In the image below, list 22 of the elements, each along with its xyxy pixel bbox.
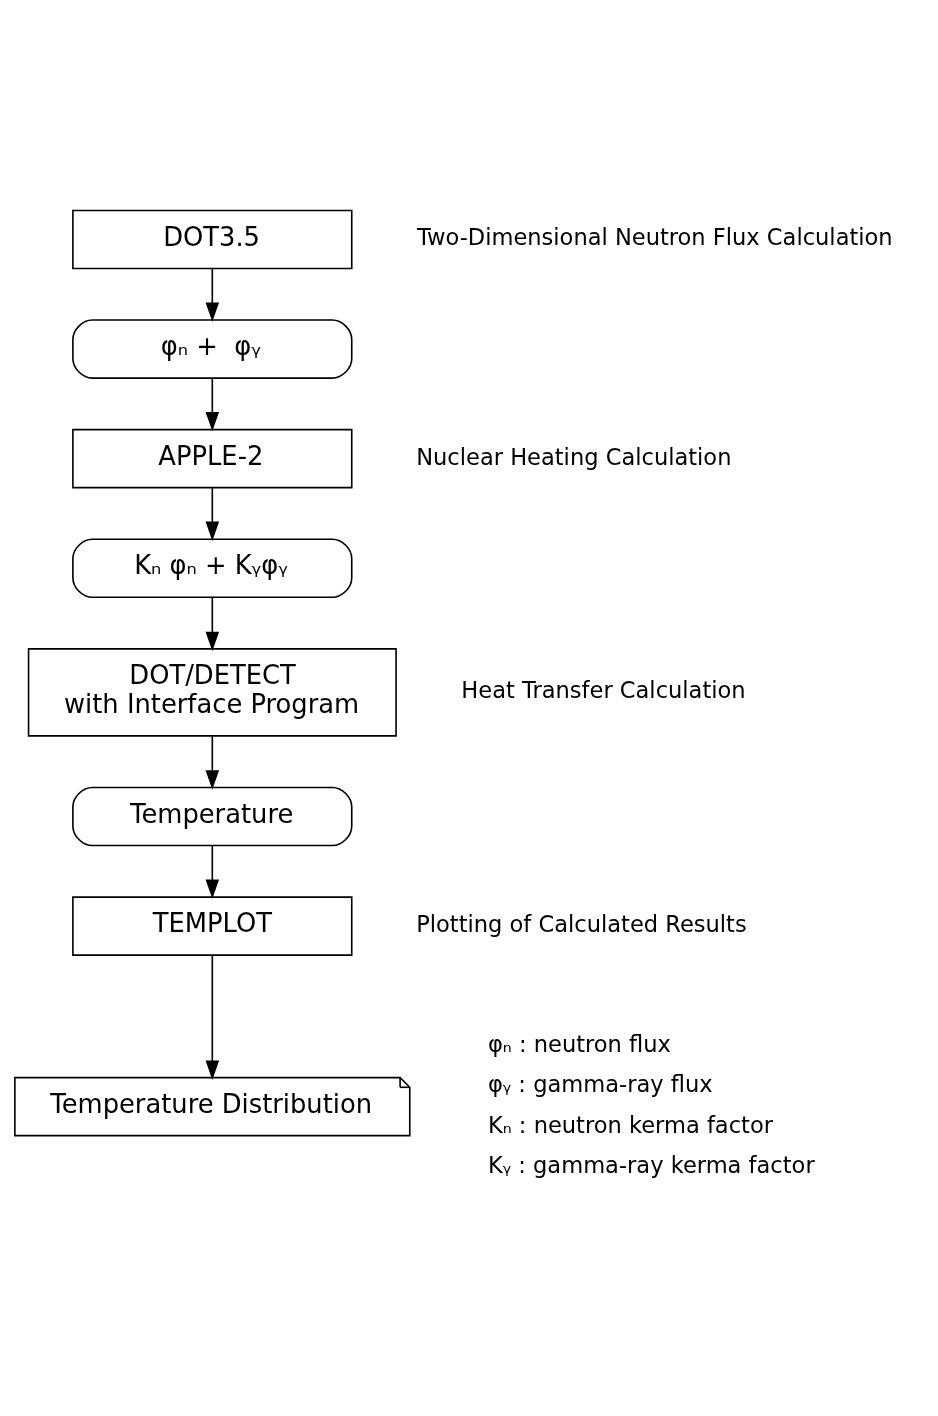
arrow — [205, 954, 220, 1080]
node-box: DOT3.5 — [72, 209, 353, 269]
label: φₙ : neutron flux — [487, 1030, 671, 1057]
node-box: Temperature — [72, 786, 353, 846]
node-box: APPLE-2 — [72, 428, 353, 488]
node-label: Nuclear Heating Calculation — [416, 443, 732, 470]
arrow — [205, 267, 220, 322]
node-label: Heat Transfer Calculation — [461, 676, 746, 703]
arrow — [205, 596, 220, 651]
label: φᵧ : gamma-ray flux — [487, 1070, 713, 1097]
node-label: Plotting of Calculated Results — [416, 910, 747, 937]
node-label: Two-Dimensional Neutron Flux Calculation — [417, 223, 893, 250]
label: Kᵧ : gamma-ray kerma factor — [487, 1151, 815, 1178]
node-box: TEMPLOT — [72, 895, 353, 956]
arrow — [205, 734, 220, 790]
arrow — [205, 844, 220, 899]
node-box: Kₙ φₙ + Kᵧφᵧ — [72, 537, 353, 598]
label: Kₙ : neutron kerma factor — [487, 1111, 773, 1138]
arrow — [205, 377, 220, 431]
node-box: DOT/DETECT with Interface Program — [27, 647, 397, 737]
arrow — [205, 486, 220, 541]
node-box: φₙ + φᵧ — [72, 318, 353, 379]
